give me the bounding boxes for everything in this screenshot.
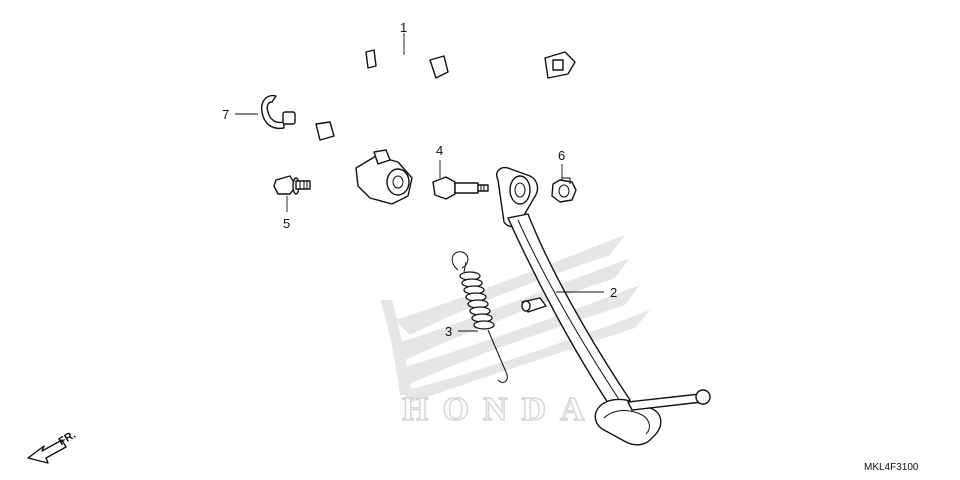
part-4-pivot-bolt [432, 176, 489, 200]
callout-2: 2 [610, 285, 617, 300]
leader-lines [235, 33, 604, 332]
part-5-flange-bolt [273, 175, 311, 195]
callout-6: 6 [558, 148, 565, 163]
callout-3: 3 [445, 324, 452, 339]
part-2-side-stand [496, 166, 711, 446]
part-3-return-spring [451, 251, 508, 383]
callout-5: 5 [283, 216, 290, 231]
part-6-nut [551, 177, 577, 203]
front-direction-arrow-icon [27, 439, 67, 464]
honda-watermark-text: HONDA [402, 391, 599, 428]
callout-4: 4 [436, 143, 443, 158]
honda-wing-watermark [380, 235, 650, 402]
part-7-wire-clamp [261, 94, 296, 130]
callout-1: 1 [400, 20, 407, 35]
part-1-sidestand-switch-harness [315, 49, 576, 205]
callout-7: 7 [222, 107, 229, 122]
drawing-code: MKL4F3100 [864, 462, 919, 473]
front-direction-label: FR. [57, 429, 78, 448]
